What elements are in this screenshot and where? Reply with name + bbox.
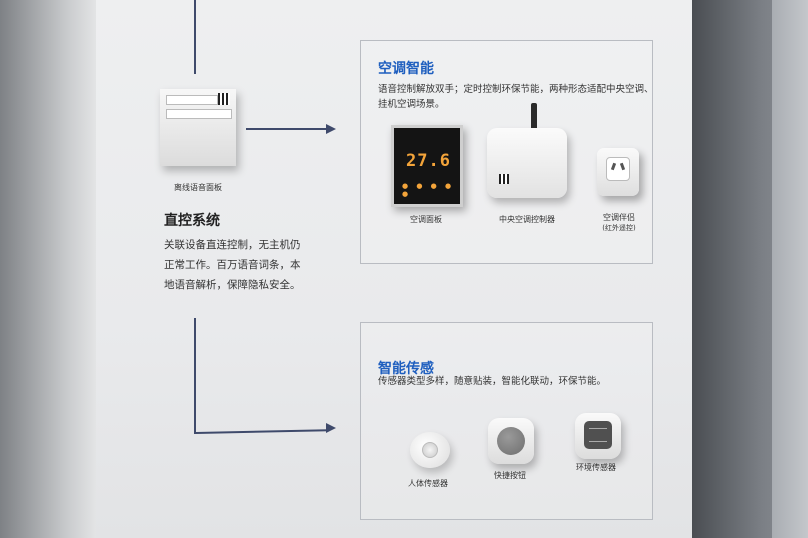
connector-arrow-ac bbox=[246, 128, 326, 130]
offline-panel-caption: 离线语音面板 bbox=[174, 183, 222, 192]
arrowhead-sensor bbox=[326, 423, 336, 433]
ac-panel-device: 27.6 ● ● ● ● ● bbox=[391, 125, 463, 207]
ac-temperature-display: 27.6 bbox=[406, 151, 451, 171]
direct-control-line-3: 地语音解析，保障隐私安全。 bbox=[164, 279, 301, 291]
ac-panel-buttons: ● ● ● ● ● bbox=[402, 182, 455, 198]
ac-desc-line-1: 语音控制解放双手；定时控制环保节能，两种形态适配中央空调、 bbox=[378, 84, 654, 95]
antenna-icon bbox=[531, 103, 537, 130]
quick-button-device bbox=[488, 418, 534, 464]
direct-control-heading: 直控系统 bbox=[164, 213, 220, 229]
ac-desc-line-2: 挂机空调场景。 bbox=[378, 99, 445, 110]
ac-companion-subcaption: (红外遥控) bbox=[602, 224, 636, 232]
sensor-section-title: 智能传感 bbox=[378, 361, 434, 377]
qr-code-icon bbox=[218, 93, 230, 105]
arrowhead-ac bbox=[326, 124, 336, 134]
direct-control-line-2: 正常工作。百万语音词条，本 bbox=[164, 259, 301, 271]
left-wall bbox=[0, 0, 96, 538]
sensor-section-desc: 传感器类型多样，随意贴装，智能化联动，环保节能。 bbox=[378, 376, 607, 387]
human-body-sensor bbox=[410, 432, 450, 468]
env-screen-icon bbox=[584, 421, 612, 449]
socket-icon bbox=[606, 157, 630, 181]
ac-companion-plug bbox=[597, 148, 639, 196]
right-wall-strip bbox=[772, 0, 808, 538]
ac-section-title: 空调智能 bbox=[378, 61, 434, 77]
connector-vertical-top bbox=[194, 0, 196, 74]
quick-button-caption: 快捷按钮 bbox=[494, 471, 526, 480]
env-sensor-caption: 环境传感器 bbox=[576, 463, 616, 472]
panel-button-strip bbox=[166, 95, 218, 105]
environment-sensor-device bbox=[575, 413, 621, 459]
direct-control-body: 关联设备直连控制，无主机仍 正常工作。百万语音词条，本 地语音解析，保障隐私安全… bbox=[164, 235, 301, 295]
qr-code-icon bbox=[499, 174, 509, 184]
connector-vertical-bottom bbox=[194, 318, 196, 434]
central-ac-controller bbox=[487, 128, 567, 198]
central-ac-caption: 中央空调控制器 bbox=[499, 215, 555, 224]
offline-voice-panel bbox=[160, 89, 236, 166]
sensor-lens-icon bbox=[422, 442, 438, 458]
human-sensor-caption: 人体传感器 bbox=[408, 479, 448, 488]
button-knob-icon bbox=[497, 427, 525, 455]
panel-button-strip-2 bbox=[166, 109, 232, 119]
ac-panel-caption: 空调面板 bbox=[410, 215, 442, 224]
direct-control-line-1: 关联设备直连控制，无主机仍 bbox=[164, 239, 301, 251]
ac-companion-caption: 空调伴侣 bbox=[603, 213, 635, 222]
ac-section-desc: 语音控制解放双手；定时控制环保节能，两种形态适配中央空调、 挂机空调场景。 bbox=[378, 82, 654, 112]
